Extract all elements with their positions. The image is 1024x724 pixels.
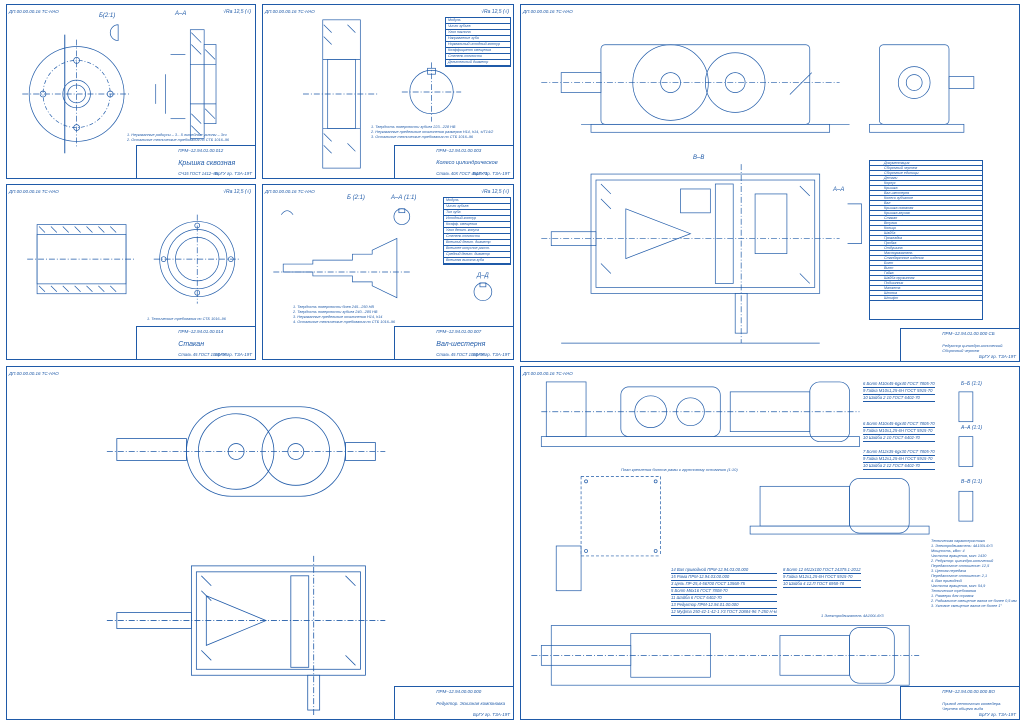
roughness-sign: √Ra 12,5 (√) xyxy=(223,9,251,15)
part-name: Редуктор цилиндро-конический. Сборочный … xyxy=(942,343,1004,353)
fastener-list-top: 6 Болт М10х45-6gx40 ГОСТ 7805-70 9 Гайка… xyxy=(863,381,935,402)
cover-drawing xyxy=(22,24,217,154)
parts-list: 14 Вал приводной ПРМ-12.94.03.00.000 15 … xyxy=(671,567,777,616)
layout-drawing xyxy=(106,406,386,716)
material: СЧ15 ГОСТ 1412–85 xyxy=(178,171,219,176)
plan-caption: План крепления болтов рамы к грунтовому … xyxy=(621,467,738,472)
sheet-code: ДП.00.00.00.16 ТС-НАО xyxy=(9,189,59,194)
title-block: ПРМ–12.94.00.00.000 Редуктор. Эскизная к… xyxy=(394,686,513,719)
gear-parameters-table: Модуль Число зубьев Угол наклона Направл… xyxy=(445,17,511,67)
wheel-notes: 1. Твердость поверхности зубьев 223...22… xyxy=(371,125,494,139)
section-label: Д–Д xyxy=(477,273,489,279)
sheet-code: ДП.00.00.00.16 ТС-НАО xyxy=(265,189,315,194)
fastener-list-mid: 6 Болт М10х45-6gx40 ГОСТ 7805-70 9 Гайка… xyxy=(863,421,935,442)
tech-characteristics: Техническая характеристика 1. Электродви… xyxy=(931,539,1017,608)
specification-table: Документация Сборочный чертеж Сборочные … xyxy=(869,160,983,320)
section-label: А–А (1:1) xyxy=(961,425,983,431)
scale-label: Б(2:1) xyxy=(99,13,116,19)
drawing-sheet-drive[interactable]: ДП.00.00.00.16 ТС-НАО Б–Б (1:1) А–А (1:1… xyxy=(520,366,1020,720)
drawing-number: ПРМ–12.94.00.00.000 xyxy=(436,689,482,694)
roughness-sign: √Ra 12,5 (√) xyxy=(481,189,509,195)
sheet-code: ДП.00.00.00.16 ТС-НАО xyxy=(9,371,59,376)
title-block: ПРМ–12.94.01.00.007 Вал-шестерня Сталь 4… xyxy=(394,326,513,359)
part-name: Вал-шестерня xyxy=(436,341,486,348)
title-block: ПРМ–12.94.01.00.012 Крышка сквозная СЧ15… xyxy=(136,145,255,178)
drawing-sheet-gearbox[interactable]: ДП.00.00.00.16 ТС-НАО В–В А–А Документац… xyxy=(520,4,1020,362)
motor-label: 1 Электродвигатель 4А100L4У3 xyxy=(821,613,884,618)
gear-parameters-table: Модуль Число зубьев Тип зуба Исходный ко… xyxy=(443,197,511,265)
sleeve-notes: 1. Технические требования по СТБ 1016–96 xyxy=(147,317,226,321)
organization: БрГУ гр. ТЗА-19Т xyxy=(215,171,252,176)
wheel-drawing xyxy=(302,19,462,169)
part-name: Привод ленточного конвейера. Чертеж обще… xyxy=(942,701,1002,711)
drawing-sheet-wheel[interactable]: ДП.00.00.00.16 ТС-НАО √Ra 12,5 (√) Модул… xyxy=(262,4,514,179)
parts-list-b: 8 Болт 12 М12х100 ГОСТ 24379.1-2012 9 Га… xyxy=(783,567,861,588)
part-name: Стакан xyxy=(178,341,205,348)
organization: БрГУ гр. ТЗА-19Т xyxy=(979,354,1016,359)
drawing-sheet-shaft[interactable]: ДП.00.00.00.16 ТС-НАО √Ra 12,5 (√) А–А (… xyxy=(262,184,514,360)
sheet-code: ДП.00.00.00.16 ТС-НАО xyxy=(9,9,59,14)
organization: БрГУ гр. ТЗА-19Т xyxy=(979,712,1016,717)
cover-notes: 1. Неуказанные радиусы – 3…5 литейные ук… xyxy=(127,133,230,142)
title-block: ПРМ–12.94.01.00.000 СБ Редуктор цилиндро… xyxy=(900,328,1019,361)
drawing-number: ПРМ–12.94.00.00.000 ВО xyxy=(942,689,995,694)
drawing-number: ПРМ–12.94.01.00.007 xyxy=(436,329,482,334)
part-name: Крышка сквозная xyxy=(178,160,236,167)
material: Сталь 45 ГОСТ 1050–88 xyxy=(436,352,485,357)
material: Сталь 45 ГОСТ 1050–88 xyxy=(178,352,227,357)
roughness-sign: √Ra 12,5 (√) xyxy=(481,9,509,15)
title-block: ПРМ–12.94.00.00.000 ВО Привод ленточного… xyxy=(900,686,1019,719)
drawing-number: ПРМ–12.94.01.00.000 СБ xyxy=(942,331,995,336)
material: Сталь 40Х ГОСТ 4543–71 xyxy=(436,171,488,176)
sheet-code: ДП.00.00.00.16 ТС-НАО xyxy=(523,9,573,14)
title-block: ПРМ–12.94.01.00.003 Колесо цилиндрическо… xyxy=(394,145,513,178)
section-label: Б–Б (1:1) xyxy=(961,381,982,387)
gearbox-drawing xyxy=(541,44,975,344)
drawing-sheet-cover[interactable]: ДП.00.00.00.16 ТС-НАО А–А Б(2:1) √Ra 12,… xyxy=(6,4,256,179)
organization: БрГУ гр. ТЗА-19Т xyxy=(473,352,510,357)
drawing-number: ПРМ–12.94.01.00.014 xyxy=(178,329,224,334)
organization: БрГУ гр. ТЗА-19Т xyxy=(473,171,510,176)
scale-label: Б (2:1) xyxy=(347,195,365,201)
sheet-code: ДП.00.00.00.16 ТС-НАО xyxy=(265,9,315,14)
drawing-number: ПРМ–12.94.01.00.012 xyxy=(178,148,224,153)
sheet-code: ДП.00.00.00.16 ТС-НАО xyxy=(523,371,573,376)
section-label: В–В (1:1) xyxy=(961,479,983,485)
roughness-sign: √Ra 12,5 (√) xyxy=(223,189,251,195)
section-label: А–А xyxy=(175,11,187,17)
organization: БрГУ гр. ТЗА-19Т xyxy=(473,712,510,717)
part-name: Редуктор. Эскизная компоновка xyxy=(436,701,506,706)
part-name: Колесо цилиндрическое xyxy=(436,160,498,166)
title-block: ПРМ–12.94.01.00.014 Стакан Сталь 45 ГОСТ… xyxy=(136,326,255,359)
drive-drawing xyxy=(531,381,974,686)
shaft-drawing xyxy=(273,208,493,302)
drawing-sheet-sleeve[interactable]: ДП.00.00.00.16 ТС-НАО √Ra 12,5 (√) 1. Те… xyxy=(6,184,256,360)
organization: БрГУ гр. ТЗА-19Т xyxy=(215,352,252,357)
section-label: В–В xyxy=(693,155,705,161)
fastener-list-low: 7 Болт М12х35-6gx30 ГОСТ 7805-70 9 Гайка… xyxy=(863,449,935,470)
drawing-number: ПРМ–12.94.01.00.003 xyxy=(436,148,482,153)
section-label: А–А (1:1) xyxy=(391,195,417,201)
shaft-notes: 1. Твердость поверхности боев 245...250 … xyxy=(293,305,396,324)
drawing-sheet-layout[interactable]: ДП.00.00.00.16 ТС-НАО ПРМ–12.94.00.00.00… xyxy=(6,366,514,720)
section-label: А–А xyxy=(833,187,845,193)
sleeve-drawing xyxy=(27,214,241,304)
